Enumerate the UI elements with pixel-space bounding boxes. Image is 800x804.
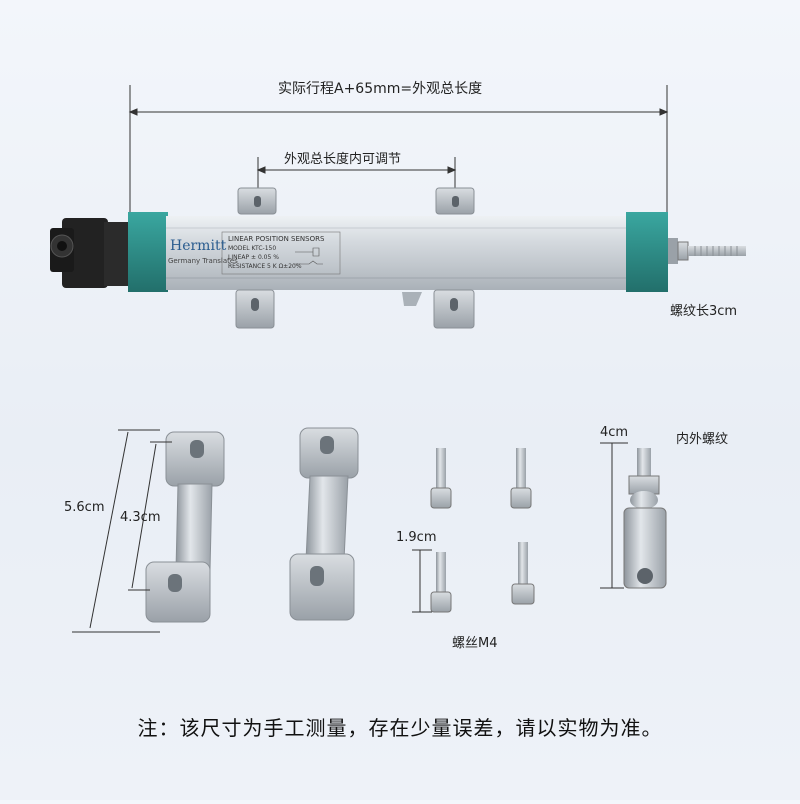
sensor-model: MODEL KTC-150	[228, 245, 277, 252]
screw-1	[430, 448, 452, 509]
thread-length-label: 螺纹长3cm	[670, 304, 738, 319]
mounting-bracket-1	[145, 431, 225, 623]
total-length-label: 实际行程A+65mm=外观总长度	[278, 81, 483, 97]
screw-spec-label: 螺丝M4	[452, 636, 498, 651]
sensor-body	[128, 212, 668, 292]
screw-3	[430, 552, 452, 613]
sensor-linear: LINEAP ± 0.05 %	[228, 254, 279, 261]
top-bracket-left	[237, 187, 277, 215]
bottom-bracket-left	[235, 289, 275, 329]
slider-tab	[402, 292, 422, 306]
top-bracket-right	[435, 187, 475, 215]
bracket-outer-label: 5.6cm	[64, 500, 105, 515]
bracket-dimensions	[72, 429, 172, 633]
joint-dimension	[600, 442, 628, 589]
screw-4	[511, 542, 535, 605]
ball-joint	[623, 448, 667, 589]
brand-subtitle: Germany Translates	[168, 257, 238, 265]
measurement-note: 注：该尺寸为手工测量，存在少量误差，请以实物为准。	[137, 716, 663, 740]
screw-2	[510, 448, 532, 509]
sensor-label	[221, 231, 341, 275]
bracket-inner-label: 4.3cm	[120, 510, 161, 525]
threaded-rod	[668, 238, 746, 264]
joint-thread-label: 内外螺纹	[676, 432, 729, 447]
cable-connector	[50, 218, 130, 288]
bottom-bracket-right	[433, 289, 475, 329]
screw-dimension	[412, 549, 432, 613]
screw-length-label: 1.9cm	[396, 530, 437, 545]
adjustable-label: 外观总长度内可调节	[284, 152, 402, 167]
adjustable-dimension	[256, 157, 457, 200]
joint-length-label: 4cm	[600, 425, 629, 440]
sensor-title: LINEAR POSITION SENSORS	[228, 235, 325, 243]
brand-logo: Hermitt	[170, 238, 227, 254]
mounting-bracket-2	[289, 427, 359, 621]
sensor-resistance: RESISTANCE 5 K Ω±20%	[228, 263, 302, 270]
